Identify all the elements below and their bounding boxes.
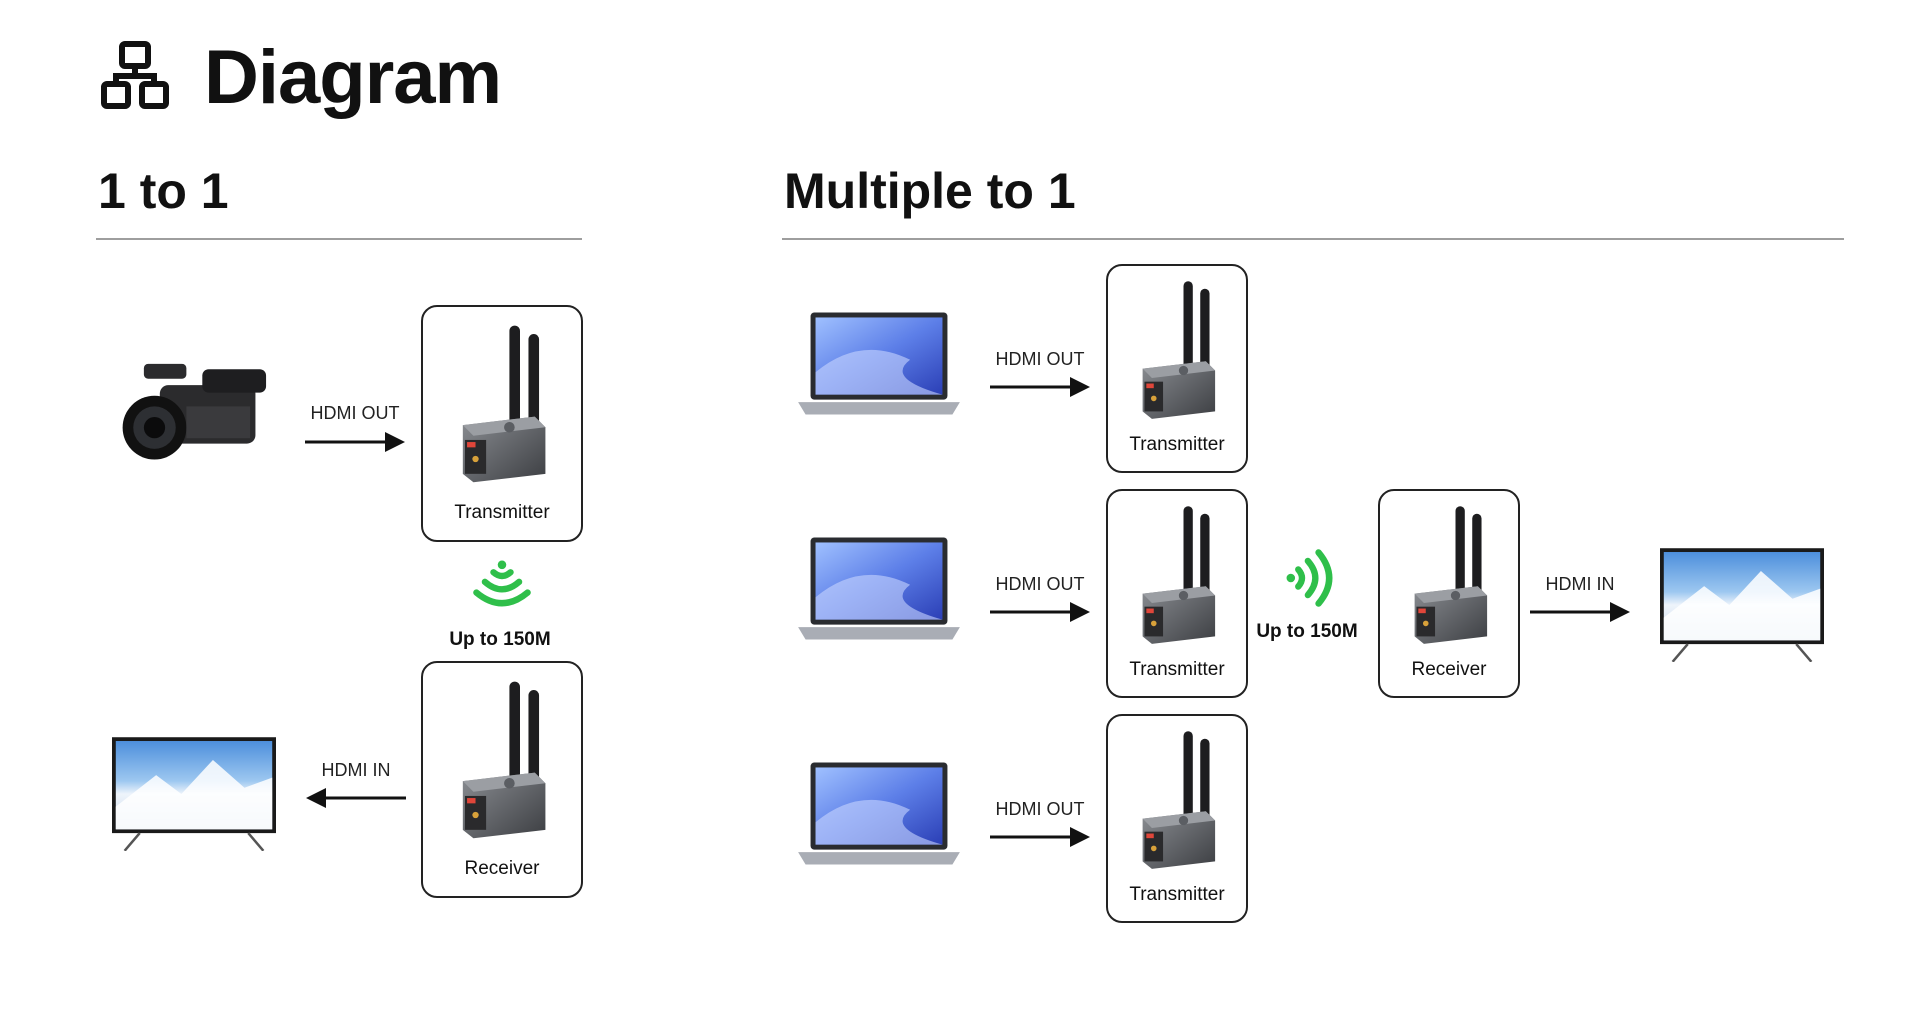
range-label: Up to 150M xyxy=(449,629,551,650)
hdmi-in-label: HDMI IN xyxy=(321,760,391,780)
arrow-right-icon xyxy=(990,600,1090,624)
receiver-device-image xyxy=(1388,497,1510,655)
hdmi-out-label: HDMI OUT xyxy=(310,403,400,423)
transmitter-device-image xyxy=(1116,722,1238,880)
page-title: Diagram xyxy=(204,35,502,120)
laptop-image xyxy=(798,535,960,647)
laptop-image xyxy=(798,310,960,422)
transmitter-label: Transmitter xyxy=(1129,659,1225,680)
hdmi-out-label: HDMI OUT xyxy=(995,799,1085,819)
hdmi-out-label: HDMI OUT xyxy=(995,574,1085,594)
transmitter-label: Transmitter xyxy=(454,502,550,523)
arrow-right-icon xyxy=(305,430,405,454)
section-divider xyxy=(782,238,1844,240)
tv-display-image xyxy=(1660,548,1824,662)
diagram-icon xyxy=(100,40,170,110)
camcorder-image xyxy=(112,352,282,492)
transmitter-label: Transmitter xyxy=(1129,434,1225,455)
transmitter-box: Transmitter xyxy=(1106,489,1248,698)
transmitter-label: Transmitter xyxy=(1129,884,1225,905)
hdmi-in-label: HDMI IN xyxy=(1545,574,1615,594)
laptop-image xyxy=(798,760,960,872)
transmitter-box: Transmitter xyxy=(1106,264,1248,473)
arrow-right-icon xyxy=(990,825,1090,849)
section-title-one-to-one: 1 to 1 xyxy=(98,163,229,219)
transmitter-device-image xyxy=(1116,272,1238,430)
wireless-signal-icon xyxy=(1285,546,1335,610)
receiver-box: Receiver xyxy=(1378,489,1520,698)
arrow-left-icon xyxy=(306,786,406,810)
arrow-right-icon xyxy=(1530,600,1630,624)
transmitter-box: Transmitter xyxy=(1106,714,1248,923)
wireless-signal-icon xyxy=(470,560,534,608)
section-title-multiple-to-one: Multiple to 1 xyxy=(784,163,1076,219)
receiver-device-image xyxy=(433,671,571,851)
transmitter-device-image xyxy=(1116,497,1238,655)
transmitter-device-image xyxy=(433,315,571,495)
hdmi-out-label: HDMI OUT xyxy=(995,349,1085,369)
arrow-right-icon xyxy=(990,375,1090,399)
receiver-label: Receiver xyxy=(1411,659,1487,680)
receiver-label: Receiver xyxy=(464,858,540,879)
range-label: Up to 150M xyxy=(1256,621,1358,642)
receiver-box: Receiver xyxy=(421,661,583,898)
tv-display-image xyxy=(112,737,276,851)
section-divider xyxy=(96,238,582,240)
transmitter-box: Transmitter xyxy=(421,305,583,542)
